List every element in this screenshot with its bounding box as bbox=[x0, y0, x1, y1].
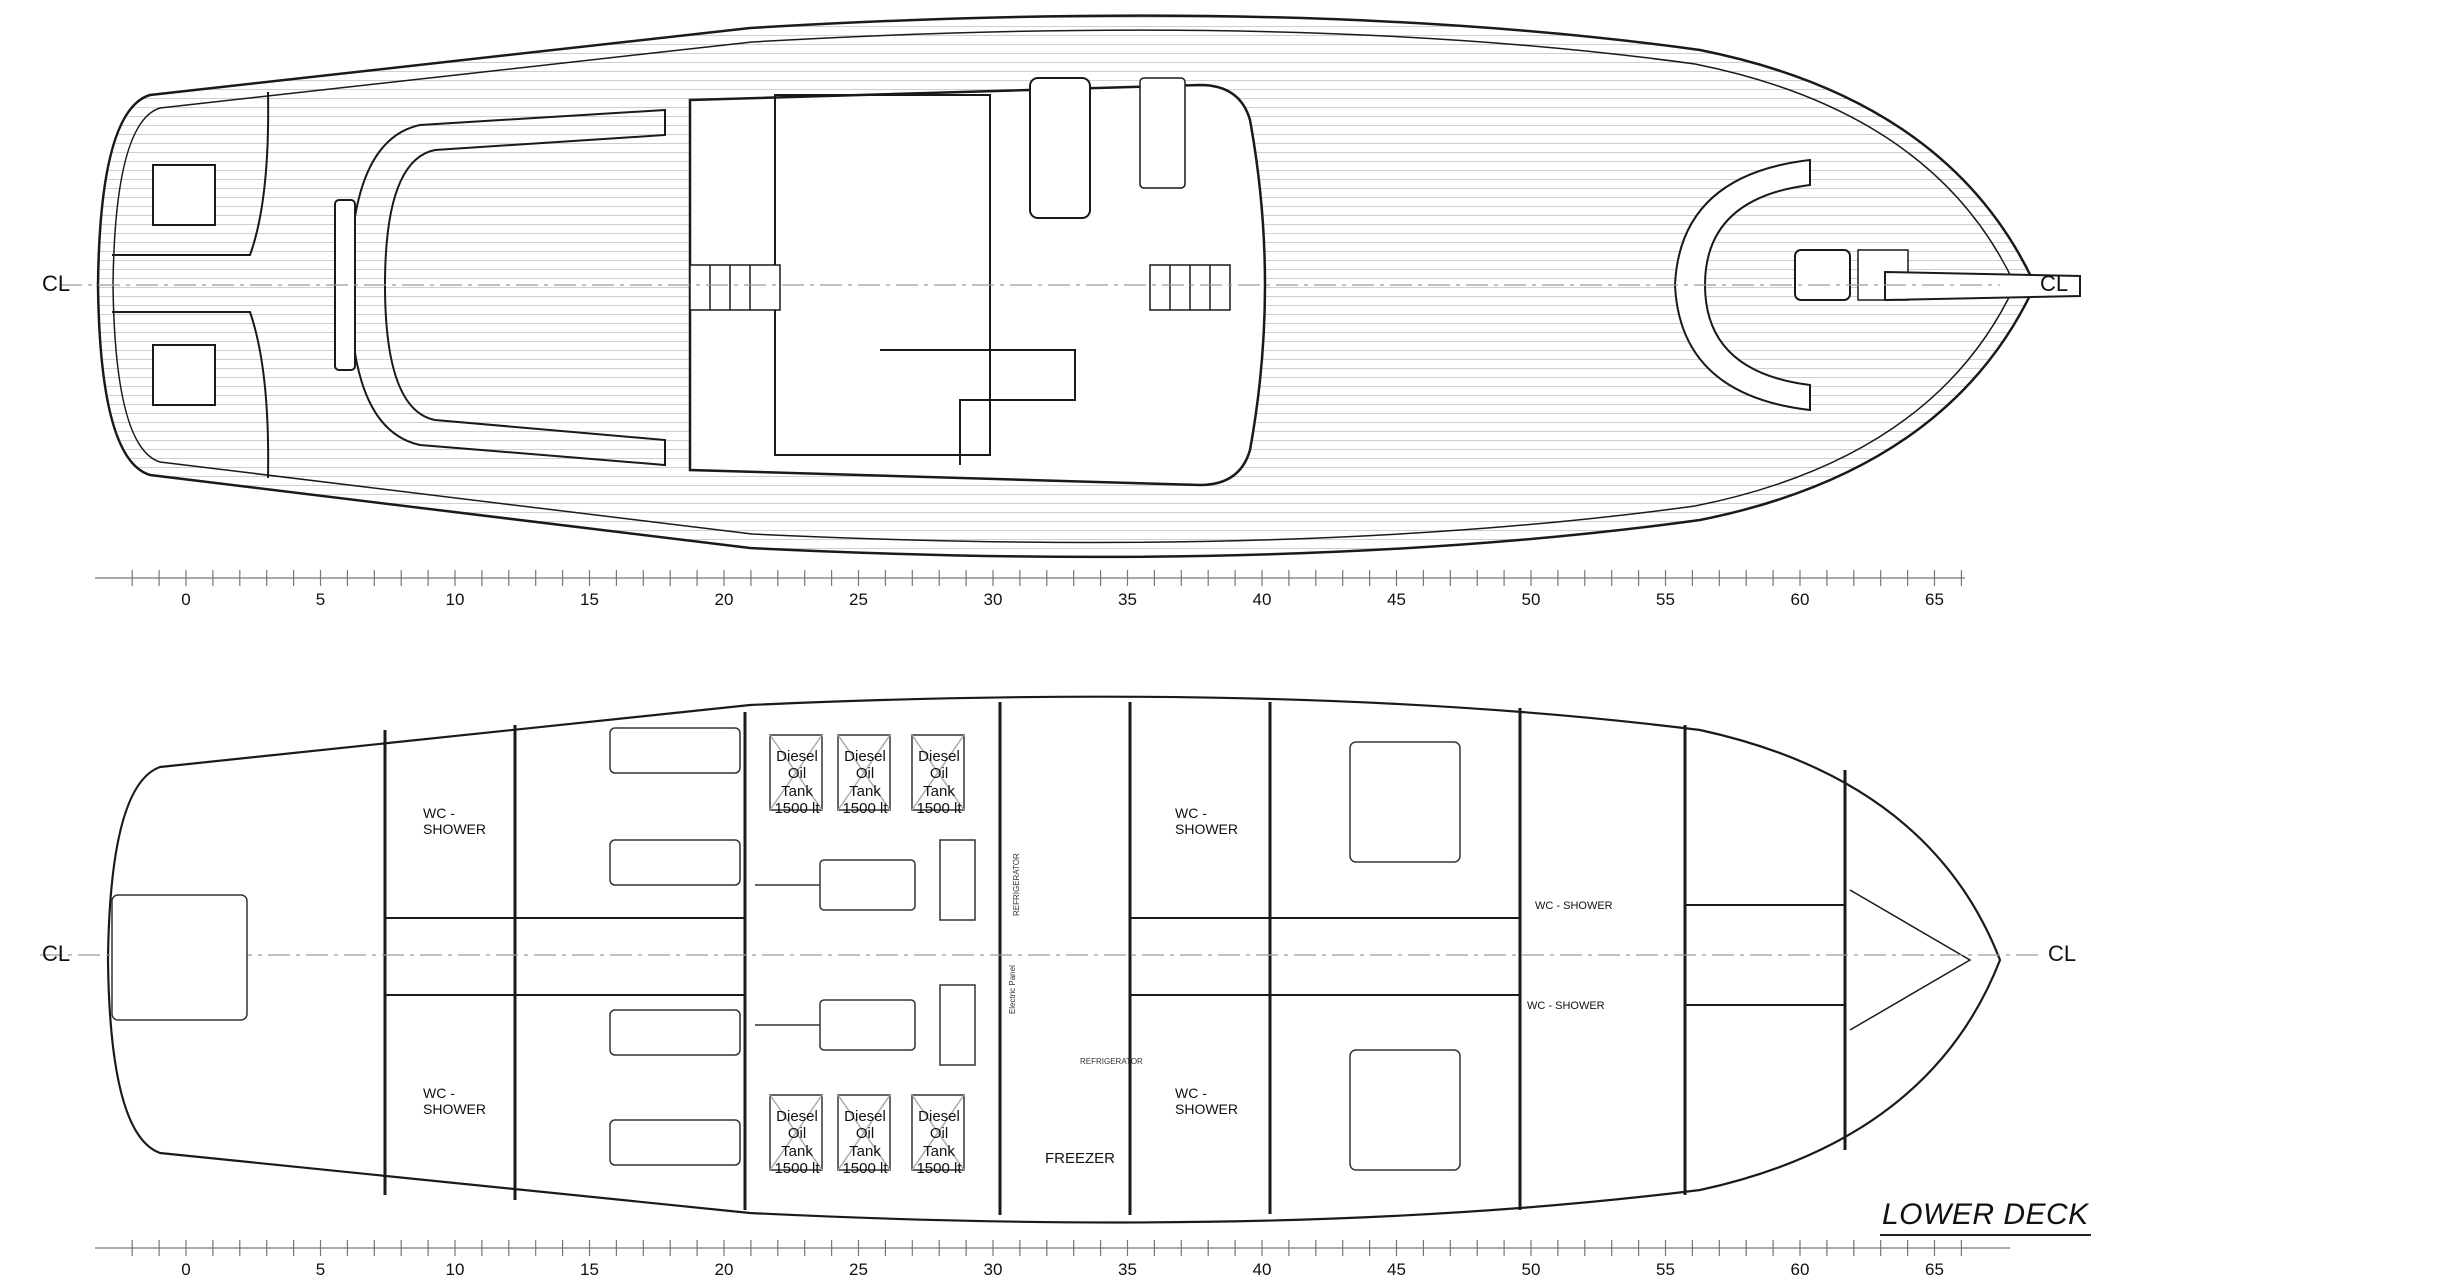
ruler-tick-label: 10 bbox=[445, 1260, 465, 1279]
ruler-tick-label: 25 bbox=[849, 1260, 868, 1279]
lower-scale-ruler bbox=[95, 1240, 2010, 1256]
ruler-tick-label: 45 bbox=[1387, 590, 1406, 609]
engines bbox=[755, 839, 976, 1066]
ruler-tick-label: 30 bbox=[983, 590, 1003, 609]
ruler-tick-label: 30 bbox=[983, 1260, 1003, 1279]
ruler-tick-label: 55 bbox=[1656, 1260, 1675, 1279]
lower-cl-label-aft: CL bbox=[42, 941, 71, 966]
room-label-wc-shower: WC - SHOWER bbox=[1535, 900, 1613, 912]
beds bbox=[111, 727, 1461, 1171]
room-label-wc-shower: WC - SHOWER bbox=[1175, 1085, 1238, 1118]
tank-label: Diesel Oil Tank 1500 lt bbox=[842, 1108, 888, 1177]
room-label-wc-shower: WC - SHOWER bbox=[1527, 1000, 1605, 1012]
ruler-tick-label: 5 bbox=[315, 590, 326, 609]
aft-deck-hatches bbox=[112, 91, 270, 479]
ruler-tick-label: 20 bbox=[714, 590, 734, 609]
ruler-tick-label: 0 bbox=[181, 590, 191, 609]
ruler-tick-label: 25 bbox=[849, 590, 868, 609]
tank-label: Diesel Oil Tank 1500 lt bbox=[774, 748, 820, 817]
tank-label: Diesel Oil Tank 1500 lt bbox=[774, 1108, 820, 1177]
ruler-tick-label: 20 bbox=[714, 1260, 734, 1279]
ruler-tick-label: 40 bbox=[1252, 1260, 1272, 1279]
ruler-tick-label: 15 bbox=[580, 1260, 599, 1279]
ruler-tick-label: 35 bbox=[1118, 1260, 1137, 1279]
ruler-tick-label: 0 bbox=[181, 1260, 191, 1279]
ruler-tick-label: 60 bbox=[1790, 1260, 1810, 1279]
tank-label: Diesel Oil Tank 1500 lt bbox=[916, 748, 962, 817]
ruler-tick-label: 65 bbox=[1925, 1260, 1944, 1279]
room-label-refrigerator: REFRIGERATOR bbox=[1011, 853, 1021, 917]
ruler-tick-label: 15 bbox=[580, 590, 599, 609]
room-label-freezer: FREEZER bbox=[1045, 1150, 1116, 1167]
upper-cl-label-bow: CL bbox=[2040, 271, 2069, 296]
bulkheads bbox=[383, 702, 1847, 1215]
ruler-tick-label: 60 bbox=[1790, 590, 1810, 609]
diesel-tanks bbox=[769, 734, 965, 1171]
ruler-tick-label: 5 bbox=[315, 1260, 326, 1279]
ruler-tick-label: 50 bbox=[1521, 590, 1541, 609]
room-label-wc-shower: WC - SHOWER bbox=[1175, 805, 1238, 838]
ruler-tick-label: 50 bbox=[1521, 1260, 1541, 1279]
room-label-refrigerator: REFRIGERATOR bbox=[1080, 1057, 1143, 1066]
center-corridor bbox=[385, 904, 1845, 1006]
bowsprit bbox=[1884, 270, 2081, 302]
upper-cl-label-aft: CL bbox=[42, 271, 71, 296]
electric-panel-label: Electric Panel bbox=[1007, 965, 1017, 1015]
ruler-tick-label: 55 bbox=[1656, 590, 1675, 609]
tank-label: Diesel Oil Tank 1500 lt bbox=[916, 1108, 962, 1177]
room-label-wc-shower: WC - SHOWER bbox=[423, 1085, 486, 1118]
ruler-tick-label: 35 bbox=[1118, 590, 1137, 609]
tank-label: Diesel Oil Tank 1500 lt bbox=[842, 748, 888, 817]
upper-scale-ruler bbox=[95, 570, 1965, 586]
fore-cockpit-seating bbox=[1673, 158, 1909, 412]
ruler-tick-label: 45 bbox=[1387, 1260, 1406, 1279]
deck-title: LOWER DECK bbox=[1880, 1198, 2091, 1236]
room-label-wc-shower: WC - SHOWER bbox=[423, 805, 486, 838]
lower-cl-label-bow: CL bbox=[2048, 941, 2077, 966]
ruler-tick-label: 40 bbox=[1252, 590, 1272, 609]
ruler-tick-label: 10 bbox=[445, 590, 465, 609]
ruler-tick-label: 65 bbox=[1925, 590, 1944, 609]
lower-hull-outline bbox=[106, 695, 2002, 1224]
